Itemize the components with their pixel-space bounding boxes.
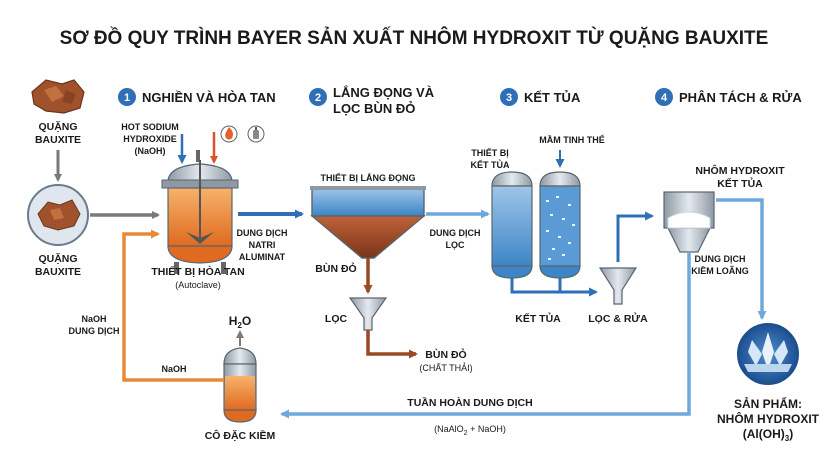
step-3-header: 3 KẾT TỦA bbox=[500, 88, 581, 106]
step-2-title-line2: LỌC BÙN ĐỎ bbox=[333, 101, 415, 116]
filter-wash-funnel bbox=[598, 267, 638, 305]
autoclave-label: THIẾT BỊ HÒA TAN bbox=[151, 265, 244, 278]
ore-top-label-2: BAUXITE bbox=[35, 134, 81, 146]
flame-icon bbox=[220, 125, 238, 143]
hot-naoh-label-1: HOT SODIUM bbox=[121, 122, 179, 132]
filter-label: LỌC bbox=[325, 313, 348, 325]
seed-label: MẦM TINH THỂ bbox=[539, 134, 605, 145]
water-vapor-label: H2O bbox=[229, 314, 251, 330]
naoh-return-arrow bbox=[122, 229, 224, 382]
step-2-badge bbox=[309, 88, 327, 106]
step-4-badge bbox=[655, 88, 673, 106]
precipitator-tank-1 bbox=[491, 171, 533, 279]
step-4-title: PHÂN TÁCH & RỬA bbox=[679, 90, 802, 105]
evaporator-label: CÔ ĐẶC KIỀM bbox=[205, 429, 276, 442]
product-formula: (Al(OH)3) bbox=[743, 427, 793, 443]
pressure-gauge-icon bbox=[247, 125, 265, 143]
evaporator-vessel bbox=[223, 347, 257, 423]
crushed-bauxite-icon bbox=[27, 184, 89, 246]
diagram-title: SƠ ĐỒ QUY TRÌNH BAYER SẢN XUẤT NHÔM HYDR… bbox=[60, 27, 769, 49]
step-1-number: 1 bbox=[124, 92, 130, 104]
ore-bottom-label-1: QUẶNG bbox=[38, 252, 77, 265]
mud-out-arrow bbox=[366, 330, 418, 359]
redmud-out-sublabel: (CHẤT THẢI) bbox=[419, 362, 472, 373]
product-label-1: SẢN PHẨM: bbox=[734, 396, 802, 411]
step-3-badge bbox=[500, 88, 518, 106]
hydroxide-hopper bbox=[663, 191, 715, 253]
step-4-header: 4 PHÂN TÁCH & RỬA bbox=[655, 88, 802, 106]
to-hopper-arrow bbox=[616, 211, 654, 262]
autoclave-sublabel: (Autoclave) bbox=[175, 280, 221, 290]
precipitator-label-2: KẾT TỦA bbox=[471, 159, 510, 170]
hot-naoh-label-3: (NaOH) bbox=[135, 146, 166, 156]
step-2-title-line1: LẮNG ĐỌNG VÀ bbox=[333, 85, 435, 100]
recycle-formula: (NaAlO2 + NaOH) bbox=[434, 424, 506, 437]
hydroxide-label-2: KẾT TỦA bbox=[717, 177, 763, 190]
aluminate-label-2: NATRI bbox=[249, 240, 276, 250]
precipitator-label-1: THIẾT BỊ bbox=[471, 148, 509, 158]
precipitate-arrow-1 bbox=[510, 278, 598, 297]
precipitate-label: KẾT TỦA bbox=[515, 312, 561, 325]
precipitator-tank-2 bbox=[539, 171, 581, 279]
naoh-solution-label-1: NaOH bbox=[81, 314, 106, 324]
dilute-label-1: DUNG DỊCH bbox=[695, 254, 746, 264]
bauxite-rock-icon bbox=[31, 79, 85, 114]
aluminate-label-1: DUNG DỊCH bbox=[237, 228, 288, 238]
recycle-label: TUẦN HOÀN DUNG DỊCH bbox=[407, 396, 532, 409]
redmud-out-label: BÙN ĐỎ bbox=[425, 348, 466, 361]
filtered-label-1: DUNG DỊCH bbox=[430, 228, 481, 238]
settler-tank bbox=[310, 186, 426, 259]
settler-label: THIẾT BỊ LẮNG ĐỌNG bbox=[321, 173, 416, 183]
filtered-label-2: LỌC bbox=[446, 240, 465, 250]
product-label-2: NHÔM HYDROXIT bbox=[717, 411, 820, 426]
step-1-badge bbox=[118, 88, 136, 106]
recycle-arrow bbox=[280, 252, 691, 419]
ore-top-label-1: QUẶNG bbox=[38, 120, 77, 133]
naoh-label: NaOH bbox=[161, 364, 186, 374]
autoclave-vessel bbox=[161, 150, 239, 274]
filter-funnel bbox=[348, 297, 388, 331]
step-2-number: 2 bbox=[315, 92, 321, 104]
product-arrow bbox=[716, 198, 767, 320]
aluminate-label-3: ALUMINAT bbox=[239, 252, 286, 262]
naoh-solution-label-2: DUNG DỊCH bbox=[69, 326, 120, 336]
crystal-icon bbox=[737, 323, 799, 385]
step-1-title: NGHIỀN VÀ HÒA TAN bbox=[142, 90, 276, 105]
step-3-title: KẾT TỦA bbox=[524, 90, 581, 105]
dilute-label-2: KIỀM LOÃNG bbox=[691, 266, 749, 276]
hydroxide-label-1: NHÔM HYDROXIT bbox=[695, 164, 785, 177]
step-3-number: 3 bbox=[506, 92, 512, 104]
redmud-label: BÙN ĐỎ bbox=[315, 262, 356, 275]
step-4-number: 4 bbox=[661, 92, 668, 104]
step-2-header: 2 LẮNG ĐỌNG VÀ LỌC BÙN ĐỎ bbox=[309, 85, 435, 116]
hot-naoh-label-2: HYDROXIDE bbox=[123, 134, 177, 144]
filter-wash-label: LỌC & RỬA bbox=[588, 312, 648, 325]
ore-bottom-label-2: BAUXITE bbox=[35, 266, 81, 278]
step-1-header: 1 NGHIỀN VÀ HÒA TAN bbox=[118, 88, 276, 106]
